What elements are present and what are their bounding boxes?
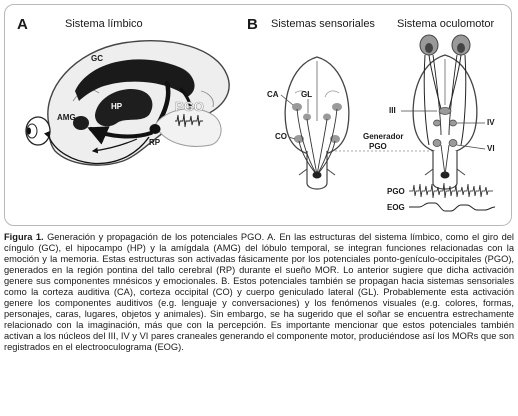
label-generator-line2: PGO [369,142,387,151]
figure-diagram: A Sistema límbico GC HP AMG PGO [17,16,496,212]
label-co: CO [275,132,287,141]
brain-sagittal-illustration: GC HP AMG PGO RP [47,40,230,166]
figure-panel: A Sistema límbico GC HP AMG PGO [4,4,512,226]
label-eog-trace: EOG [387,203,405,212]
panel-b-sensory-title: Sistemas sensoriales [271,18,375,30]
caption-text: Generación y propagación de los potencia… [4,232,514,353]
label-ca: CA [267,90,279,99]
oculomotor-brain-illustration: III IV VI [389,34,495,190]
label-gl: GL [301,90,312,99]
eye-illustration [25,116,150,165]
label-pgo-big: PGO [175,99,204,114]
panel-b-letter: B [247,16,258,33]
label-rp: RP [149,138,161,147]
label-amg: AMG [57,113,76,122]
label-generator-line1: Generador [363,132,403,141]
sensory-brain-illustration: CA GL CO [267,56,350,190]
caption-label: Figura 1. [4,232,44,242]
label-vi: VI [487,144,495,153]
label-pgo-trace: PGO [387,187,405,196]
pgo-eog-traces: PGO EOG [387,182,496,212]
panel-a-title: Sistema límbico [65,18,143,30]
label-iv: IV [487,118,495,127]
panel-b-oculomotor-title: Sistema oculomotor [397,18,495,30]
figure-caption: Figura 1. Generación y propagación de lo… [4,232,514,354]
label-hp: HP [111,102,123,111]
label-gc: GC [91,54,103,63]
panel-a-letter: A [17,16,28,33]
label-iii: III [389,106,396,115]
